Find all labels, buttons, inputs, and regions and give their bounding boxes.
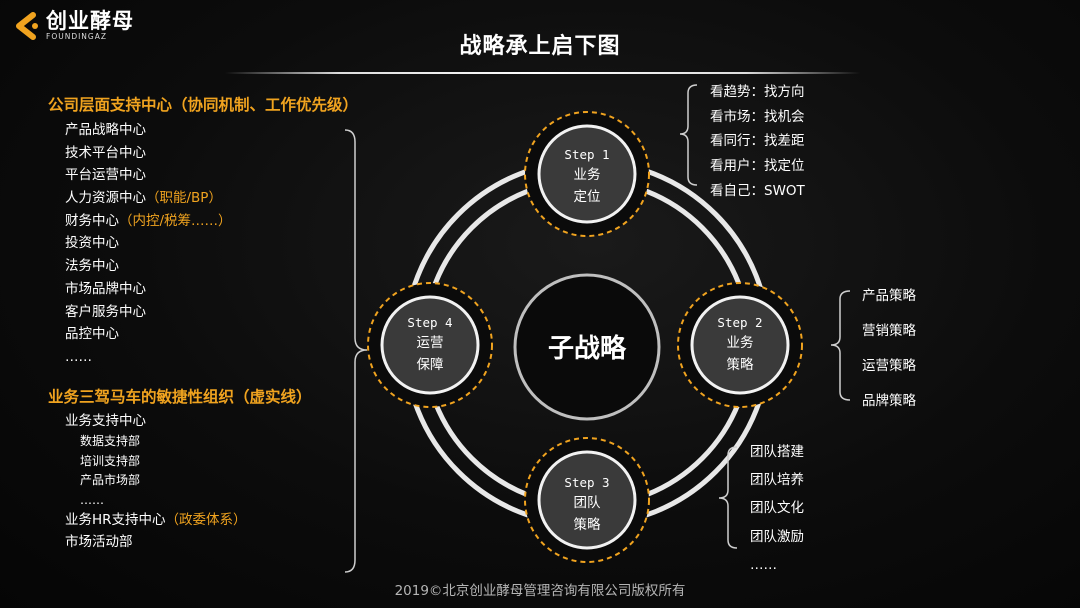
list-item: 业务HR支持中心（政委体系）	[65, 512, 247, 528]
right-bracket-2-icon	[830, 290, 851, 401]
list-subitem: 数据支持部	[80, 434, 141, 448]
list-item: 品牌策略	[862, 393, 916, 409]
list-item: 看同行：找差距	[710, 133, 805, 150]
right-bracket-3-icon	[718, 446, 738, 549]
step3-label: Step 3 团队 策略	[564, 475, 610, 533]
item-note: （内控/税筹……）	[119, 212, 232, 229]
list-item: 法务中心	[65, 258, 119, 275]
list-item: 看趋势：找方向	[710, 84, 805, 100]
section1-heading: 公司层面支持中心（协同机制、工作优先级）	[48, 96, 359, 114]
left-bracket-icon	[344, 129, 368, 573]
list-item: 产品战略中心	[65, 122, 146, 138]
list-item: 团队培养	[750, 472, 804, 489]
right-bracket-1-icon	[679, 84, 698, 186]
step2-detail-list: 产品策略 营销策略 运营策略 品牌策略	[862, 284, 916, 424]
center-circle	[513, 273, 661, 421]
center-label: 子战略	[547, 334, 626, 364]
title-divider	[225, 72, 860, 74]
section1-list: 产品战略中心 技术平台中心 平台运营中心 人力资源中心（职能/BP） 财务中心（…	[65, 119, 232, 369]
list-item: 运营策略	[862, 358, 916, 374]
list-item: ……	[65, 348, 92, 365]
logo: 创业酵母 FOUNDINGAZ	[12, 10, 134, 41]
list-item: 平台运营中心	[65, 167, 146, 184]
step3-node	[524, 437, 650, 563]
list-item: 人力资源中心（职能/BP）	[65, 190, 222, 207]
list-item: 看市场：找机会	[710, 108, 805, 125]
list-item: ……	[750, 556, 777, 573]
list-item: 市场活动部	[65, 533, 133, 550]
section2-list: 业务支持中心	[65, 410, 146, 432]
list-item: 看自己：SWOT	[710, 182, 805, 199]
list-item: 营销策略	[862, 323, 916, 339]
list-item: 财务中心（内控/税筹……）	[65, 212, 232, 229]
section2-heading: 业务三驾马车的敏捷性组织（虚实线）	[48, 388, 312, 406]
list-subitem: 产品市场部	[80, 473, 141, 487]
item-note: （政委体系）	[165, 512, 247, 528]
step1-label: Step 1 业务 定位	[564, 147, 610, 205]
copyright-footer: 2019©北京创业酵母管理咨询有限公司版权所有	[394, 583, 686, 599]
list-item: 市场品牌中心	[65, 280, 146, 297]
item-note: （职能/BP）	[146, 190, 222, 207]
step4-label: Step 4 运营 保障	[407, 315, 453, 373]
list-subitem: ……	[80, 492, 104, 507]
step1-node	[524, 111, 650, 237]
list-item: 团队激励	[750, 528, 804, 545]
section2-list-tail: 业务HR支持中心（政委体系） 市场活动部	[65, 510, 247, 553]
logo-name: 创业酵母	[46, 9, 134, 33]
step4-node	[367, 282, 493, 408]
list-item: 投资中心	[65, 235, 119, 252]
section2-sublist: 数据支持部 培训支持部 产品市场部 ……	[80, 432, 140, 510]
list-item: 团队搭建	[750, 444, 804, 460]
list-item: 品控中心	[65, 326, 119, 343]
step2-label: Step 2 业务 策略	[717, 315, 763, 373]
step3-detail-list: 团队搭建 团队培养 团队文化 团队激励 ……	[750, 440, 804, 581]
list-item: 技术平台中心	[65, 144, 146, 161]
list-item: 客户服务中心	[65, 303, 146, 320]
page-title: 战略承上启下图	[459, 34, 621, 59]
list-item: 产品策略	[862, 288, 916, 304]
logo-subtitle: FOUNDINGAZ	[46, 32, 107, 41]
step2-node	[677, 282, 803, 408]
step1-detail-list: 看趋势：找方向 看市场：找机会 看同行：找差距 看用户：找定位 看自己：SWOT	[710, 80, 805, 203]
logo-mark-icon	[16, 11, 38, 40]
list-item: 看用户：找定位	[710, 158, 805, 175]
list-subitem: 培训支持部	[80, 453, 141, 468]
list-item: 业务支持中心	[65, 413, 146, 429]
list-item: 团队文化	[750, 500, 804, 517]
